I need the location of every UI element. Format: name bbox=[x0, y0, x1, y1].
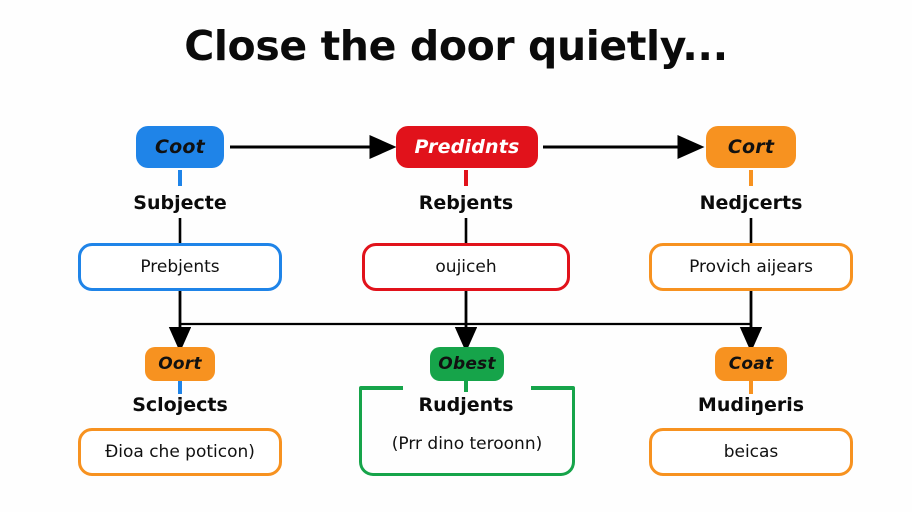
role-label-subjecte: Subjecte bbox=[133, 192, 227, 214]
node-pill-coat-label: Coat bbox=[728, 354, 774, 374]
green-box-top-left-stub bbox=[359, 386, 403, 390]
detail-box-provich-aijears[interactable]: Provich aijears bbox=[649, 243, 853, 291]
node-pill-obest[interactable]: Obest bbox=[430, 347, 504, 381]
green-box-top-right-stub bbox=[531, 386, 575, 390]
node-pill-predidnts-label: Predidnts bbox=[414, 136, 520, 158]
role-label-sclojects: Sclojects bbox=[132, 394, 228, 416]
node-pill-coot[interactable]: Coot bbox=[136, 126, 224, 168]
detail-box-prr-dino-teroonn-label: (Prr dino teroonn) bbox=[391, 434, 543, 454]
node-pill-predidnts[interactable]: Predidnts bbox=[396, 126, 538, 168]
detail-box-oujiceh[interactable]: oujiceh bbox=[362, 243, 570, 291]
detail-box-prebjents[interactable]: Prebjents bbox=[78, 243, 282, 291]
role-label-nedjcerts: Nedjcerts bbox=[699, 192, 803, 214]
page-title: Close the door quietly... bbox=[184, 22, 728, 70]
detail-box-prr-dino-teroonn[interactable]: (Prr dino teroonn) bbox=[359, 388, 575, 476]
role-label-rudjents: Rudjents bbox=[418, 394, 514, 416]
node-pill-oort-label: Oort bbox=[158, 354, 202, 374]
node-pill-oort[interactable]: Oort bbox=[145, 347, 215, 381]
detail-box-dioa-che-poticon[interactable]: Ðioa che poticon) bbox=[78, 428, 282, 476]
node-pill-cort-label: Cort bbox=[727, 136, 775, 158]
node-pill-cort[interactable]: Cort bbox=[706, 126, 796, 168]
node-pill-coat[interactable]: Coat bbox=[715, 347, 787, 381]
node-pill-obest-label: Obest bbox=[438, 354, 496, 374]
detail-box-beicas[interactable]: beicas bbox=[649, 428, 853, 476]
role-label-rebjents: Rebjents bbox=[418, 192, 514, 214]
role-label-mudineris: Mudiŋeris bbox=[697, 394, 805, 416]
node-pill-coot-label: Coot bbox=[155, 136, 205, 158]
